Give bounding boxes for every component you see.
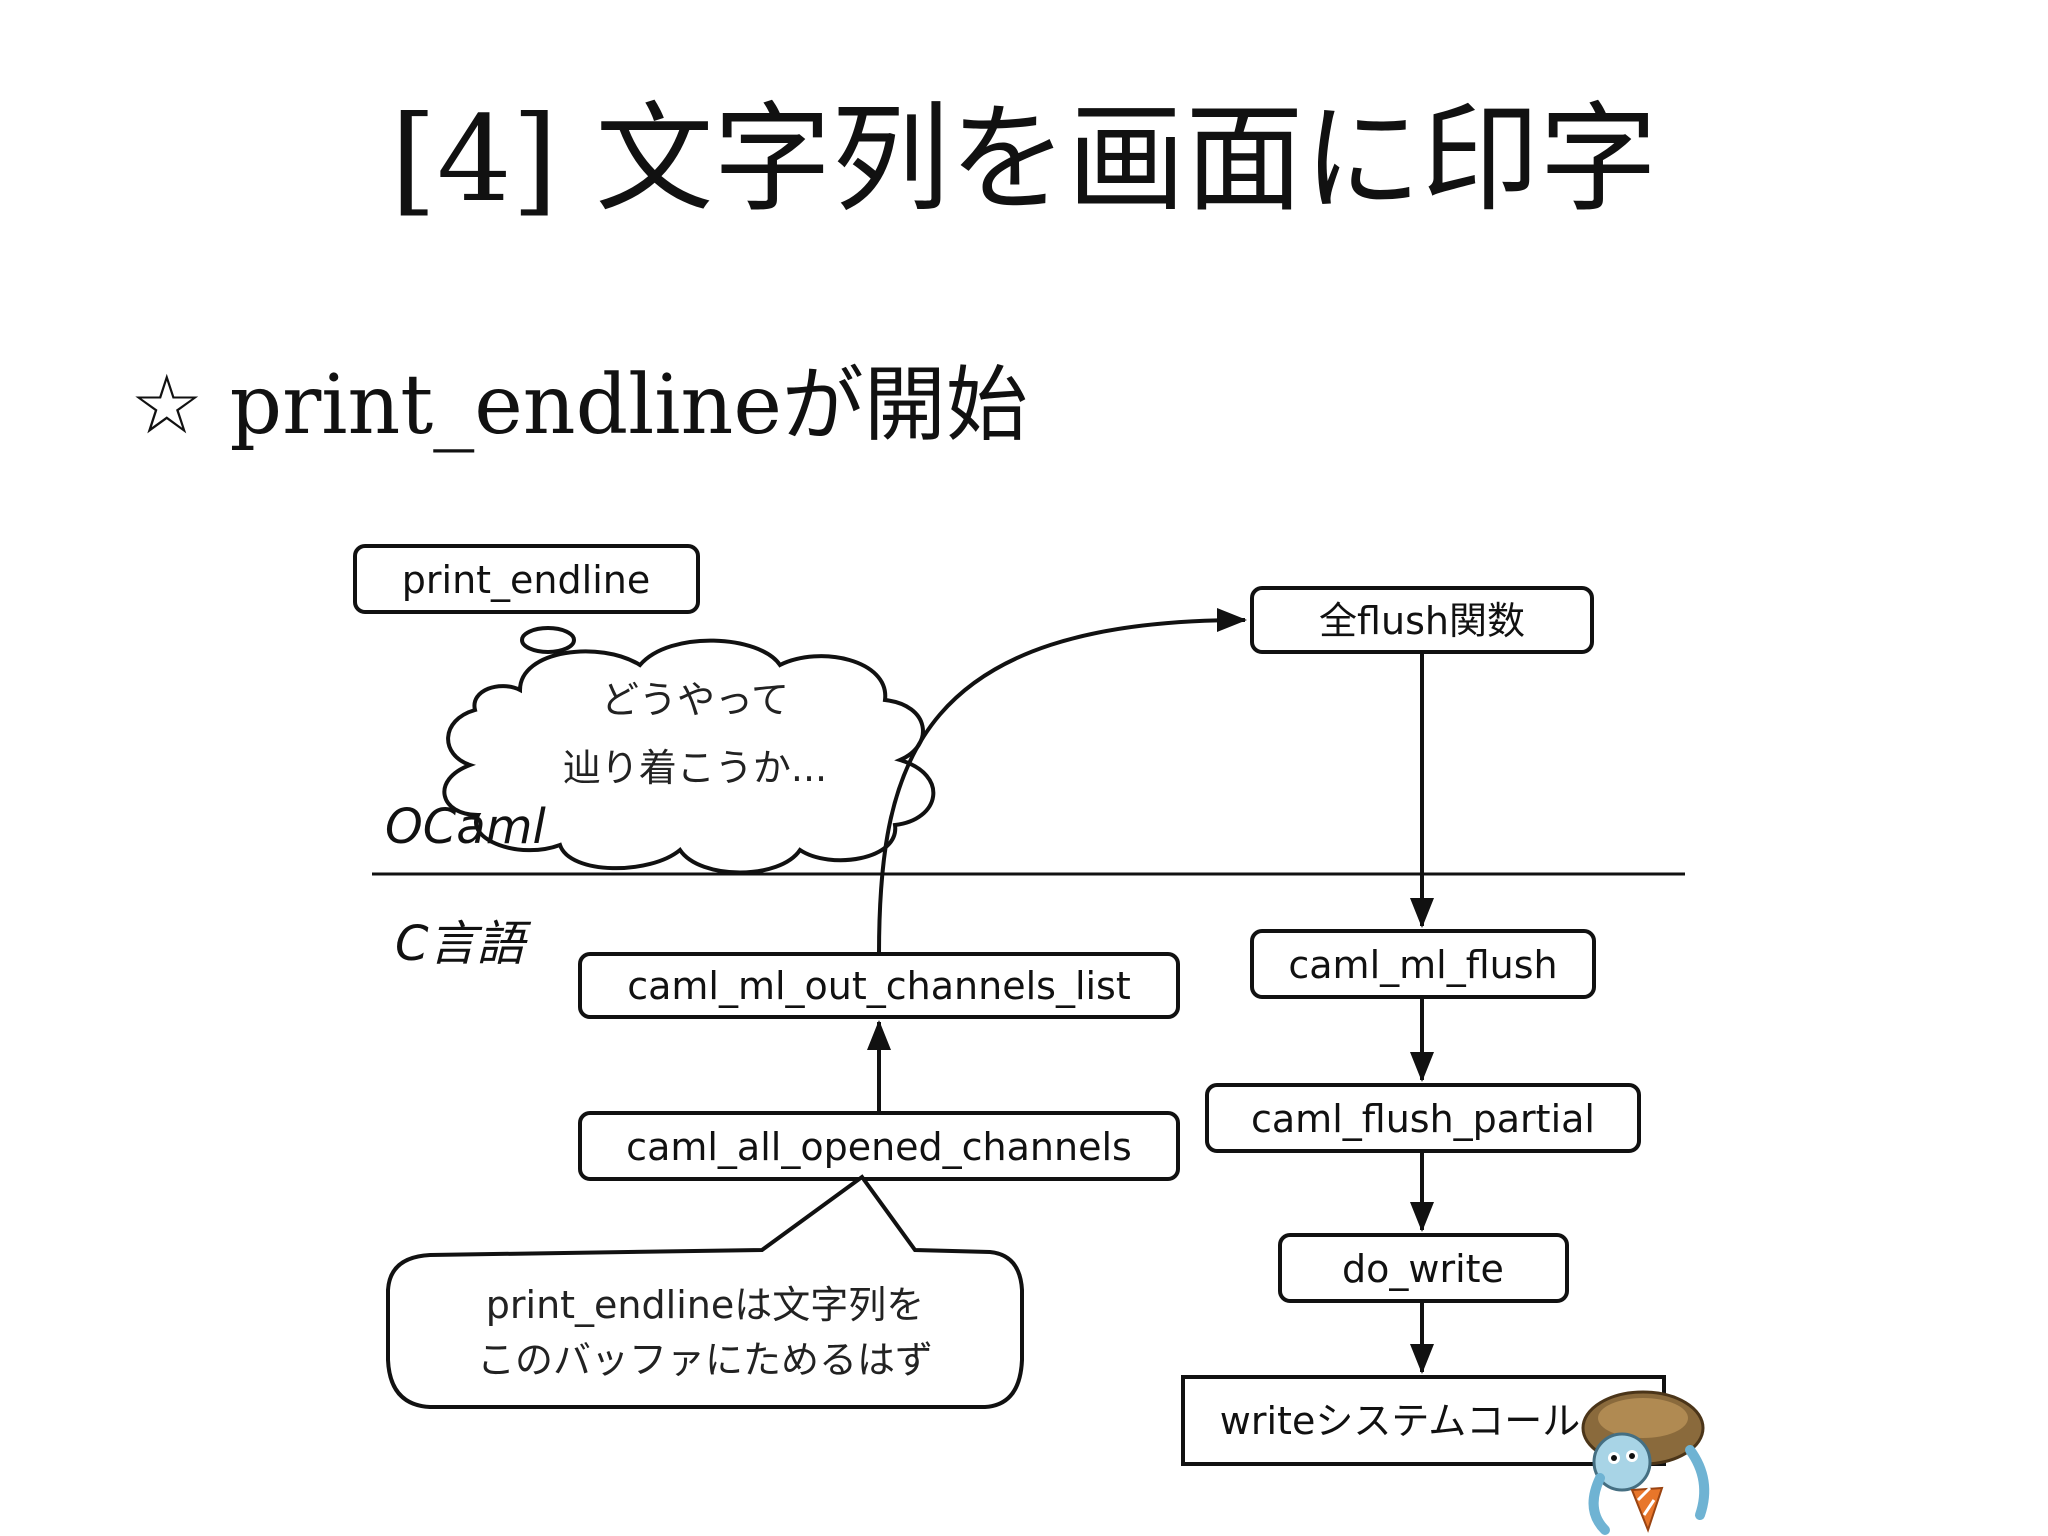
- node-all-opened-channels-label: caml_all_opened_channels: [626, 1125, 1132, 1169]
- node-do-write: do_write: [1278, 1233, 1569, 1303]
- bullet-text: ☆ print_endlineが開始: [130, 358, 1028, 453]
- node-out-channels-list-label: caml_ml_out_channels_list: [627, 964, 1131, 1008]
- layer-label-c: C言語: [395, 916, 532, 972]
- layer-label-ocaml: OCaml: [385, 799, 546, 855]
- node-flush-partial: caml_flush_partial: [1205, 1083, 1641, 1153]
- thought-bubble: どうやって 辿り着こうか...: [442, 626, 936, 875]
- speech-bubble: print_endlineは文字列を このバッファにためるはず: [386, 1174, 1024, 1409]
- thought-dot-small: [520, 626, 576, 654]
- node-do-write-label: do_write: [1342, 1247, 1504, 1291]
- node-flush-partial-label: caml_flush_partial: [1251, 1097, 1595, 1141]
- node-print-endline: print_endline: [353, 544, 700, 614]
- edge-list-to-all-flush: [877, 608, 1247, 955]
- node-ml-flush-label: caml_ml_flush: [1288, 943, 1557, 987]
- node-all-flush-label: 全flush関数: [1319, 599, 1525, 643]
- node-write-syscall-label: writeシステムコール: [1220, 1399, 1580, 1443]
- thought-line-2: 辿り着こうか...: [563, 746, 827, 790]
- speech-bubble-shape: [386, 1174, 1024, 1409]
- speech-line-2: このバッファにためるはず: [477, 1338, 933, 1382]
- slide-title: [4] 文字列を画面に印字: [390, 90, 1658, 228]
- node-all-opened-channels: caml_all_opened_channels: [578, 1111, 1180, 1181]
- node-all-flush: 全flush関数: [1250, 586, 1594, 654]
- node-out-channels-list: caml_ml_out_channels_list: [578, 952, 1180, 1019]
- speech-line-1: print_endlineは文字列を: [486, 1283, 924, 1327]
- node-ml-flush: caml_ml_flush: [1250, 929, 1596, 999]
- node-print-endline-label: print_endline: [402, 558, 650, 602]
- thought-cloud: [442, 638, 936, 875]
- ocaml-camel-mascot-icon: [1581, 1390, 1710, 1535]
- thought-line-1: どうやって: [601, 678, 789, 722]
